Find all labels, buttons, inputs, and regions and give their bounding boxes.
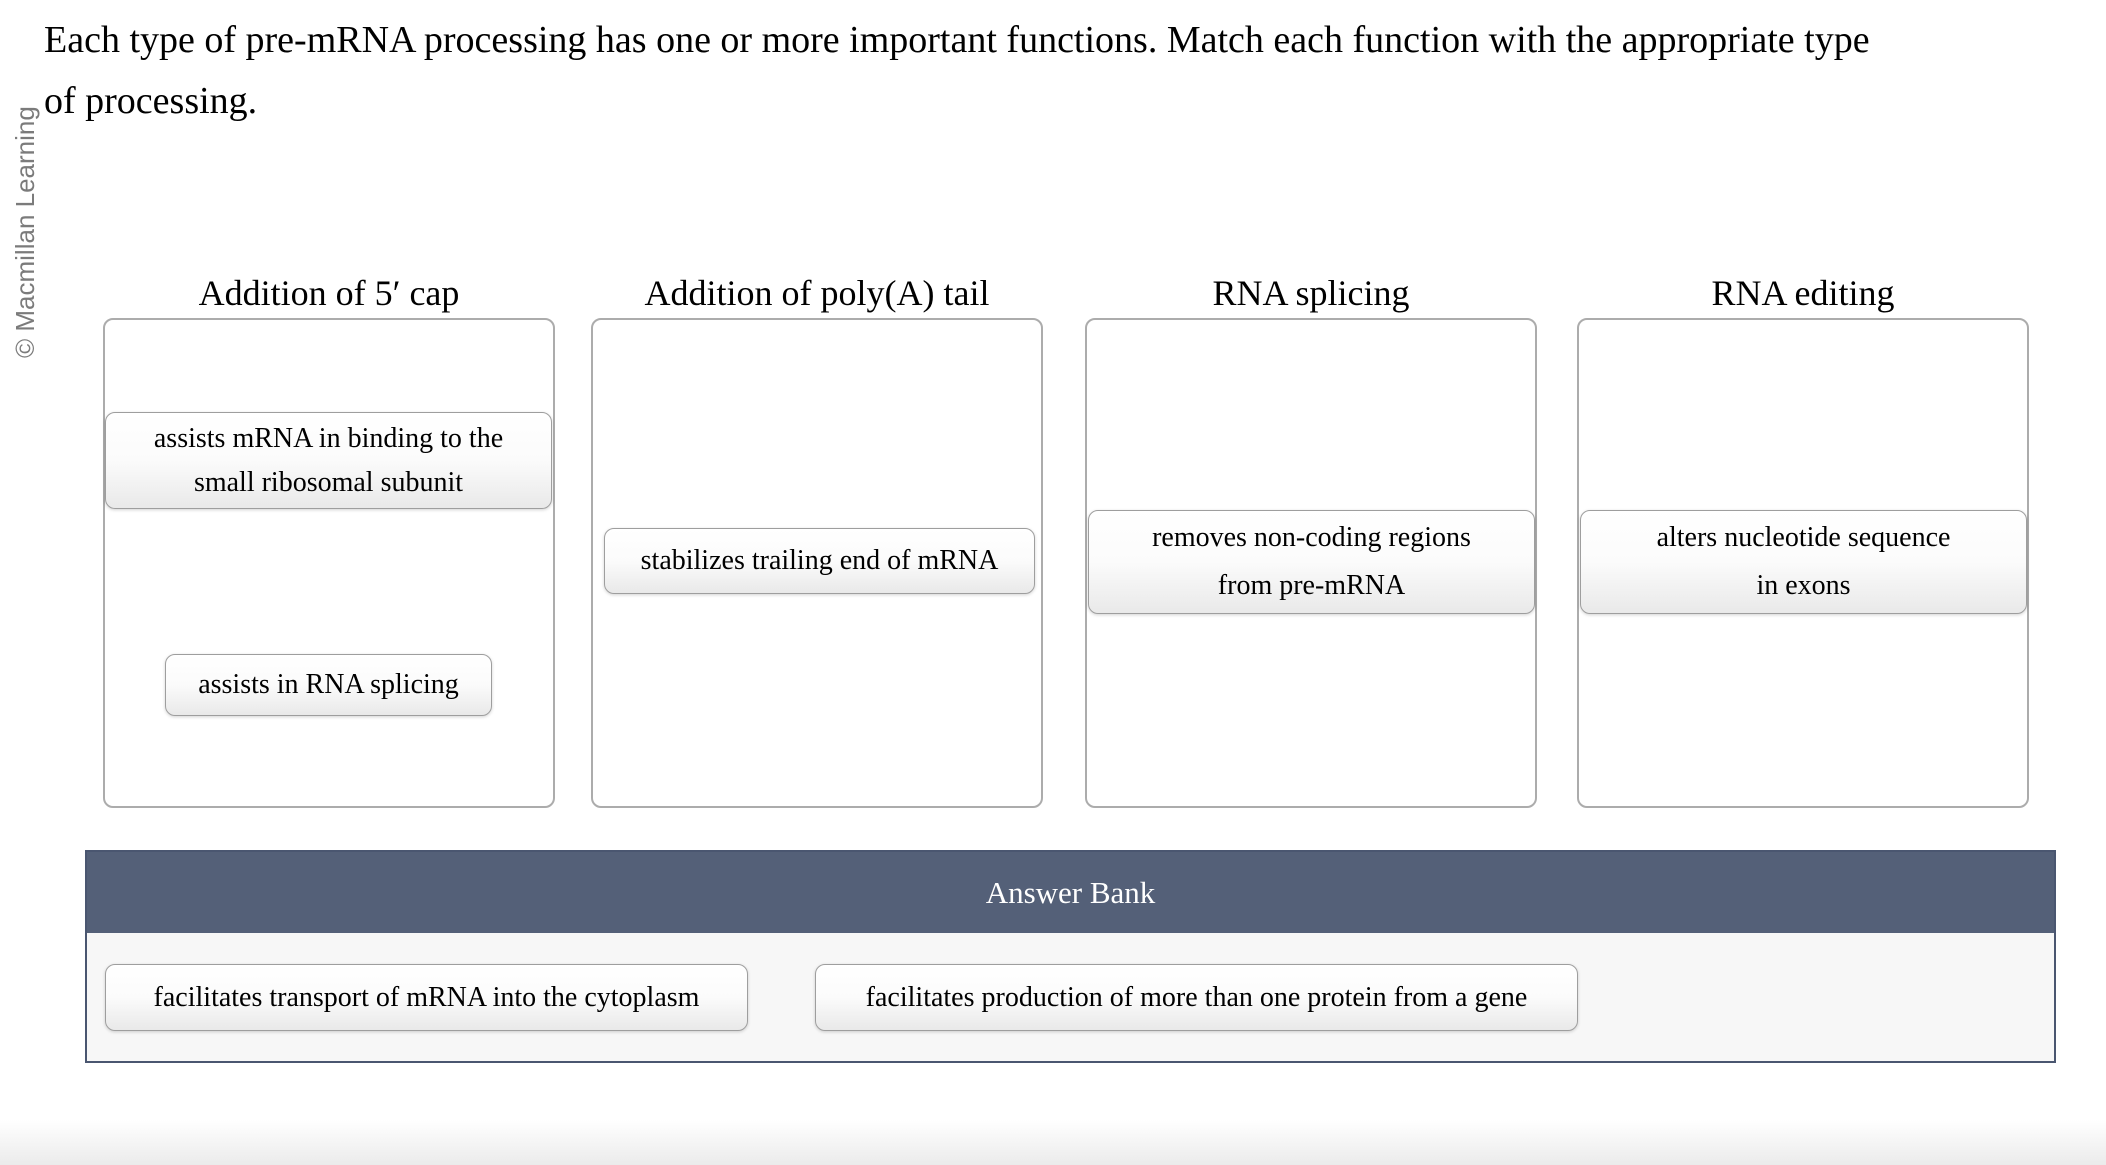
answer-chip-text: facilitates transport of mRNA into the c… [153,981,700,1013]
category-header-rna-splicing: RNA splicing [1212,273,1410,313]
answer-bank-title: Answer Bank [985,874,1156,910]
answer-chip-assists-rna-splicing[interactable]: assists in RNA splicing [165,654,492,716]
category-header-5-prime-cap: Addition of 5′ cap [198,273,460,313]
answer-chip-text: assists mRNA in binding to the [153,422,504,454]
answer-chip-facilitates-transport-cytoplasm[interactable]: facilitates transport of mRNA into the c… [105,964,748,1031]
answer-chip-text: from pre-mRNA [1217,570,1406,601]
answer-chip-removes-noncoding-regions[interactable]: removes non-coding regions from pre-mRNA [1088,510,1535,614]
answer-chip-text: assists in RNA splicing [198,669,459,700]
question-instructions-line1: Each type of pre-mRNA processing has one… [44,19,1870,61]
answer-bank: Answer Bank [85,850,2056,1063]
page-bottom-fade [0,1120,2106,1165]
answer-chip-text: small ribosomal subunit [193,466,464,498]
answer-chip-text: stabilizes trailing end of mRNA [640,545,999,576]
answer-chip-text: alters nucleotide sequence [1656,522,1951,553]
answer-chip-stabilizes-trailing-end[interactable]: stabilizes trailing end of mRNA [604,528,1035,594]
macmillan-copyright-label: © Macmillan Learning [10,106,40,358]
category-header-rna-editing: RNA editing [1711,273,1895,313]
answer-bank-header: Answer Bank [87,852,2054,933]
question-instructions: Each type of pre-mRNA processing has one… [44,10,2034,132]
answer-chip-text: removes non-coding regions [1152,522,1471,553]
answer-chip-text: in exons [1756,570,1851,601]
dropzone-5-prime-cap[interactable] [103,318,555,808]
question-instructions-line2: of processing. [44,80,258,122]
category-header-polya-tail: Addition of poly(A) tail [644,273,990,313]
answer-chip-text: facilitates production of more than one … [865,981,1528,1013]
answer-chip-facilitates-multiple-proteins[interactable]: facilitates production of more than one … [815,964,1578,1031]
answer-chip-alters-nucleotide-sequence[interactable]: alters nucleotide sequence in exons [1580,510,2027,614]
answer-chip-binding-small-ribosomal-subunit[interactable]: assists mRNA in binding to the small rib… [105,412,552,509]
